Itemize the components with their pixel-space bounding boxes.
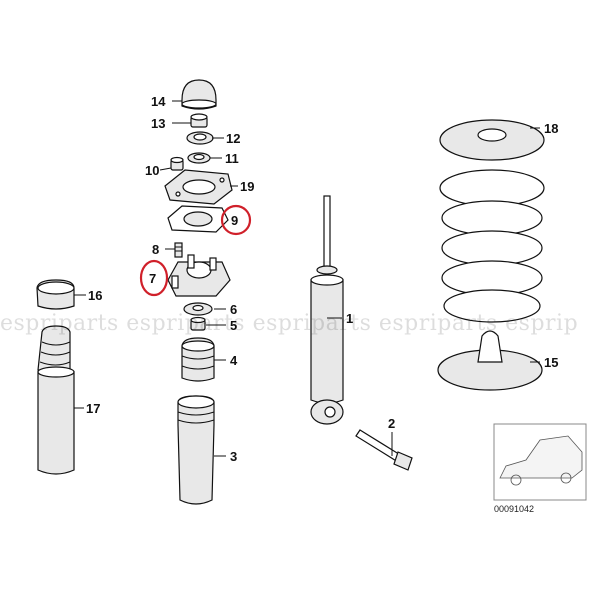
- part-15-lower-pad: [437, 330, 543, 391]
- callout-15: 15: [544, 355, 558, 370]
- part-7-strut-mount: [167, 254, 231, 297]
- part-2-bolt: [355, 429, 413, 471]
- callout-16: 16: [88, 288, 102, 303]
- car-thumbnail: 00091042: [493, 423, 587, 514]
- part-16-bump: [36, 279, 75, 310]
- callout-11: 11: [225, 151, 239, 166]
- callout-2: 2: [388, 416, 395, 431]
- coil-spring: [439, 169, 545, 323]
- leader-lines: [74, 100, 540, 457]
- watermark: espriparts espriparts espriparts espripa…: [0, 311, 578, 336]
- callout-3: 3: [230, 449, 237, 464]
- part-1-shock-absorber: [310, 195, 344, 425]
- callout-1: 1: [346, 311, 353, 326]
- callout-6: 6: [230, 302, 237, 317]
- part-10-nut: [170, 156, 184, 171]
- callout-9: 9: [231, 213, 238, 228]
- callout-18: 18: [544, 121, 558, 136]
- callout-19: 19: [240, 179, 254, 194]
- part-11-washer: [187, 152, 211, 164]
- callout-4: 4: [230, 353, 238, 368]
- callout-7: 7: [149, 271, 156, 286]
- callout-10: 10: [145, 163, 159, 178]
- callout-12: 12: [226, 131, 240, 146]
- callout-8: 8: [152, 242, 159, 257]
- callout-14: 14: [151, 94, 166, 109]
- callout-13: 13: [151, 116, 165, 131]
- highlight-circle-7: [139, 259, 169, 297]
- highlight-circle-9: [220, 204, 252, 236]
- callout-17: 17: [86, 401, 100, 416]
- part-5-bushing: [190, 316, 206, 331]
- diagram-code: 00091042: [494, 504, 534, 514]
- part-12-washer: [186, 131, 214, 145]
- callout-5: 5: [230, 318, 237, 333]
- part-3-dust-boot: [177, 395, 215, 505]
- part-18-spring-pad: [439, 119, 545, 161]
- part-4-bump-stop: [181, 337, 215, 382]
- part-6-washer: [183, 302, 213, 316]
- part-13-nut: [190, 113, 208, 128]
- part-8-stud: [174, 242, 183, 258]
- part-17-boot: [37, 325, 75, 475]
- part-19-plate: [164, 169, 233, 205]
- part-9-gasket: [167, 205, 229, 233]
- part-14-cap: [181, 79, 217, 110]
